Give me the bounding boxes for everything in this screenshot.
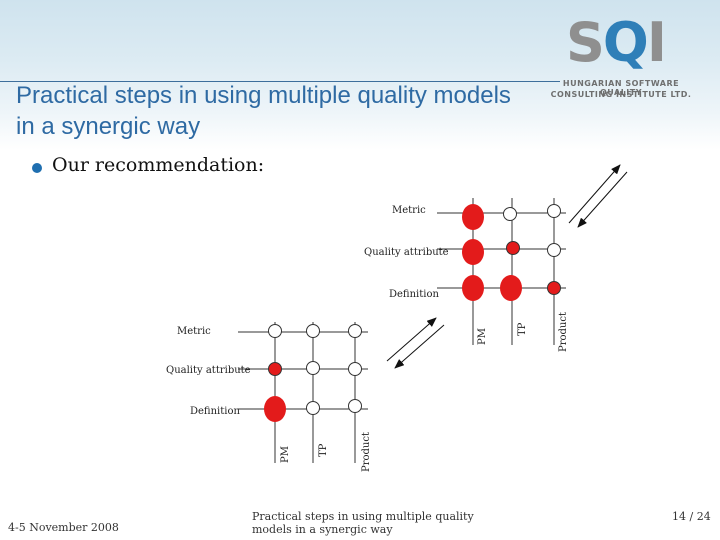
arrow-down-icon (394, 324, 445, 369)
upper-row-label-metric: Metric (392, 205, 426, 216)
upper-row-label-quality-attribute: Quality attribute (364, 247, 449, 258)
bullet-icon (32, 163, 42, 173)
title-divider (0, 81, 560, 82)
lower-row-label-quality-attribute: Quality attribute (166, 365, 251, 376)
grid-node (306, 401, 320, 415)
slide-title: Practical steps in using multiple qualit… (16, 82, 511, 140)
grid-node (306, 324, 320, 338)
highlight-node-small (547, 281, 561, 295)
highlight-node-small (506, 241, 520, 255)
upper-row-label-definition: Definition (389, 289, 439, 300)
logo-line2: CONSULTING INSTITUTE LTD. (550, 90, 692, 99)
highlight-node (264, 396, 286, 422)
direction-arrows (386, 164, 628, 369)
header-band (0, 0, 720, 150)
arrow-down-icon (577, 171, 628, 228)
upper-col-label-tp: TP (517, 322, 528, 336)
grid-node (348, 399, 362, 413)
grid-node (547, 243, 561, 257)
company-logo: SQI (566, 11, 667, 74)
highlight-node (462, 239, 484, 265)
bullet-text: Our recommendation: (52, 154, 265, 176)
logo-line1: HUNGARIAN SOFTWARE QUALITY (562, 79, 680, 97)
highlight-node (462, 275, 484, 301)
grid-node (348, 324, 362, 338)
lower-row-label-definition: Definition (190, 406, 240, 417)
lower-col-label-product: Product (361, 432, 372, 472)
lower-col-label-tp: TP (318, 443, 329, 457)
footer-date: 4-5 November 2008 (8, 521, 119, 534)
highlight-node (500, 275, 522, 301)
lower-grid: Metric Quality attribute Definition PM T… (166, 322, 372, 472)
grid-node (547, 204, 561, 218)
grid-node (306, 361, 320, 375)
highlight-node (462, 204, 484, 230)
page-number: 14 / 24 (672, 510, 711, 523)
arrow-up-icon (568, 164, 621, 224)
lower-col-label-pm: PM (280, 446, 291, 463)
upper-col-label-pm: PM (477, 328, 488, 345)
footer-caption: Practical steps in using multiple qualit… (252, 510, 474, 536)
upper-grid: Metric Quality attribute Definition PM T… (364, 198, 569, 352)
grid-node (348, 362, 362, 376)
upper-col-label-product: Product (558, 312, 569, 352)
highlight-node-small (268, 362, 282, 376)
arrow-up-icon (386, 317, 437, 362)
lower-row-label-metric: Metric (177, 326, 211, 337)
grid-node (503, 207, 517, 221)
grid-node (268, 324, 282, 338)
